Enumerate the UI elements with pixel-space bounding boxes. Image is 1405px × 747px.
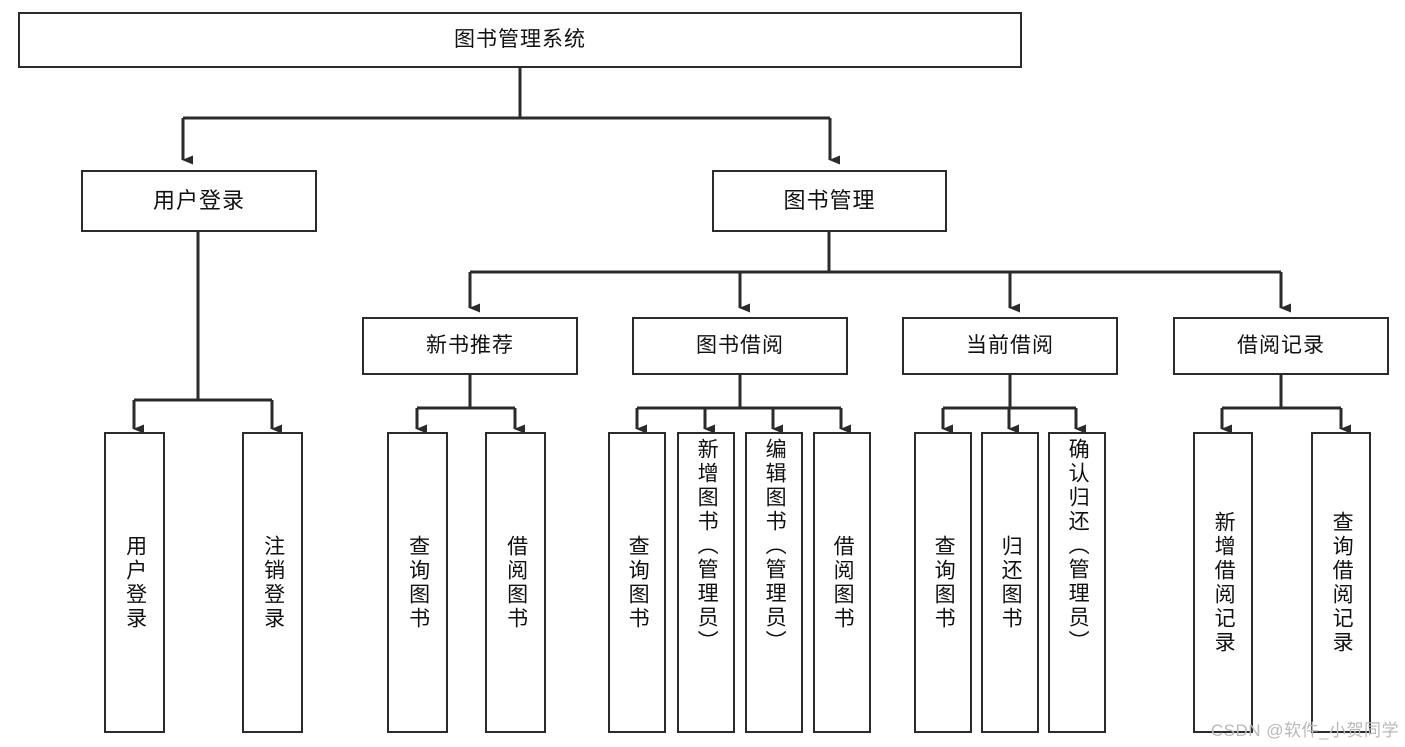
- leaf-logout-label: 注销登录: [261, 534, 285, 631]
- node-current-borrow[interactable]: 当前借阅: [902, 317, 1118, 375]
- leaf-borrow-book[interactable]: 借阅图书: [813, 432, 871, 733]
- leaf-search-book-recommend-label: 查询图书: [406, 534, 430, 631]
- leaf-user-login-label: 用户登录: [123, 534, 147, 631]
- leaf-search-book-borrow[interactable]: 查询图书: [608, 432, 666, 733]
- node-book-management[interactable]: 图书管理: [712, 170, 947, 232]
- leaf-user-login[interactable]: 用户登录: [104, 432, 165, 733]
- leaf-return-book[interactable]: 归还图书: [981, 432, 1039, 733]
- leaf-add-book-admin-label: 新增图书（管理员）: [695, 438, 719, 654]
- node-new-book-recommend[interactable]: 新书推荐: [362, 317, 578, 375]
- node-borrow-records[interactable]: 借阅记录: [1173, 317, 1389, 375]
- leaf-search-book-current-label: 查询图书: [932, 534, 956, 631]
- node-user-login-label: 用户登录: [152, 188, 245, 214]
- leaf-return-book-label: 归还图书: [999, 534, 1023, 631]
- leaf-logout[interactable]: 注销登录: [242, 432, 303, 733]
- leaf-confirm-return-admin-label: 确认归还（管理员）: [1066, 438, 1090, 654]
- leaf-borrow-book-label: 借阅图书: [831, 534, 855, 631]
- node-book-borrow-label: 图书借阅: [696, 333, 784, 357]
- node-current-borrow-label: 当前借阅: [966, 333, 1054, 357]
- leaf-borrow-book-recommend-label: 借阅图书: [504, 534, 528, 631]
- node-borrow-records-label: 借阅记录: [1237, 333, 1325, 357]
- leaf-edit-book-admin[interactable]: 编辑图书（管理员）: [745, 432, 803, 733]
- leaf-search-book-recommend[interactable]: 查询图书: [387, 432, 448, 733]
- leaf-add-borrow-record[interactable]: 新增借阅记录: [1193, 432, 1253, 733]
- leaf-borrow-book-recommend[interactable]: 借阅图书: [485, 432, 546, 733]
- leaf-confirm-return-admin[interactable]: 确认归还（管理员）: [1048, 432, 1106, 733]
- node-book-borrow[interactable]: 图书借阅: [632, 317, 848, 375]
- leaf-add-book-admin[interactable]: 新增图书（管理员）: [677, 432, 735, 733]
- node-book-management-label: 图书管理: [783, 188, 876, 214]
- leaf-add-borrow-record-label: 新增借阅记录: [1212, 510, 1236, 655]
- watermark: CSDN @软件_小贺同学: [1210, 721, 1399, 740]
- leaf-search-book-current[interactable]: 查询图书: [914, 432, 972, 733]
- node-user-login[interactable]: 用户登录: [81, 170, 317, 232]
- leaf-search-borrow-record[interactable]: 查询借阅记录: [1311, 432, 1371, 733]
- leaf-search-borrow-record-label: 查询借阅记录: [1330, 510, 1354, 655]
- leaf-edit-book-admin-label: 编辑图书（管理员）: [763, 438, 787, 654]
- node-new-book-recommend-label: 新书推荐: [426, 333, 514, 357]
- node-root-label: 图书管理系统: [454, 27, 586, 51]
- leaf-search-book-borrow-label: 查询图书: [626, 534, 650, 631]
- node-root[interactable]: 图书管理系统: [18, 12, 1022, 68]
